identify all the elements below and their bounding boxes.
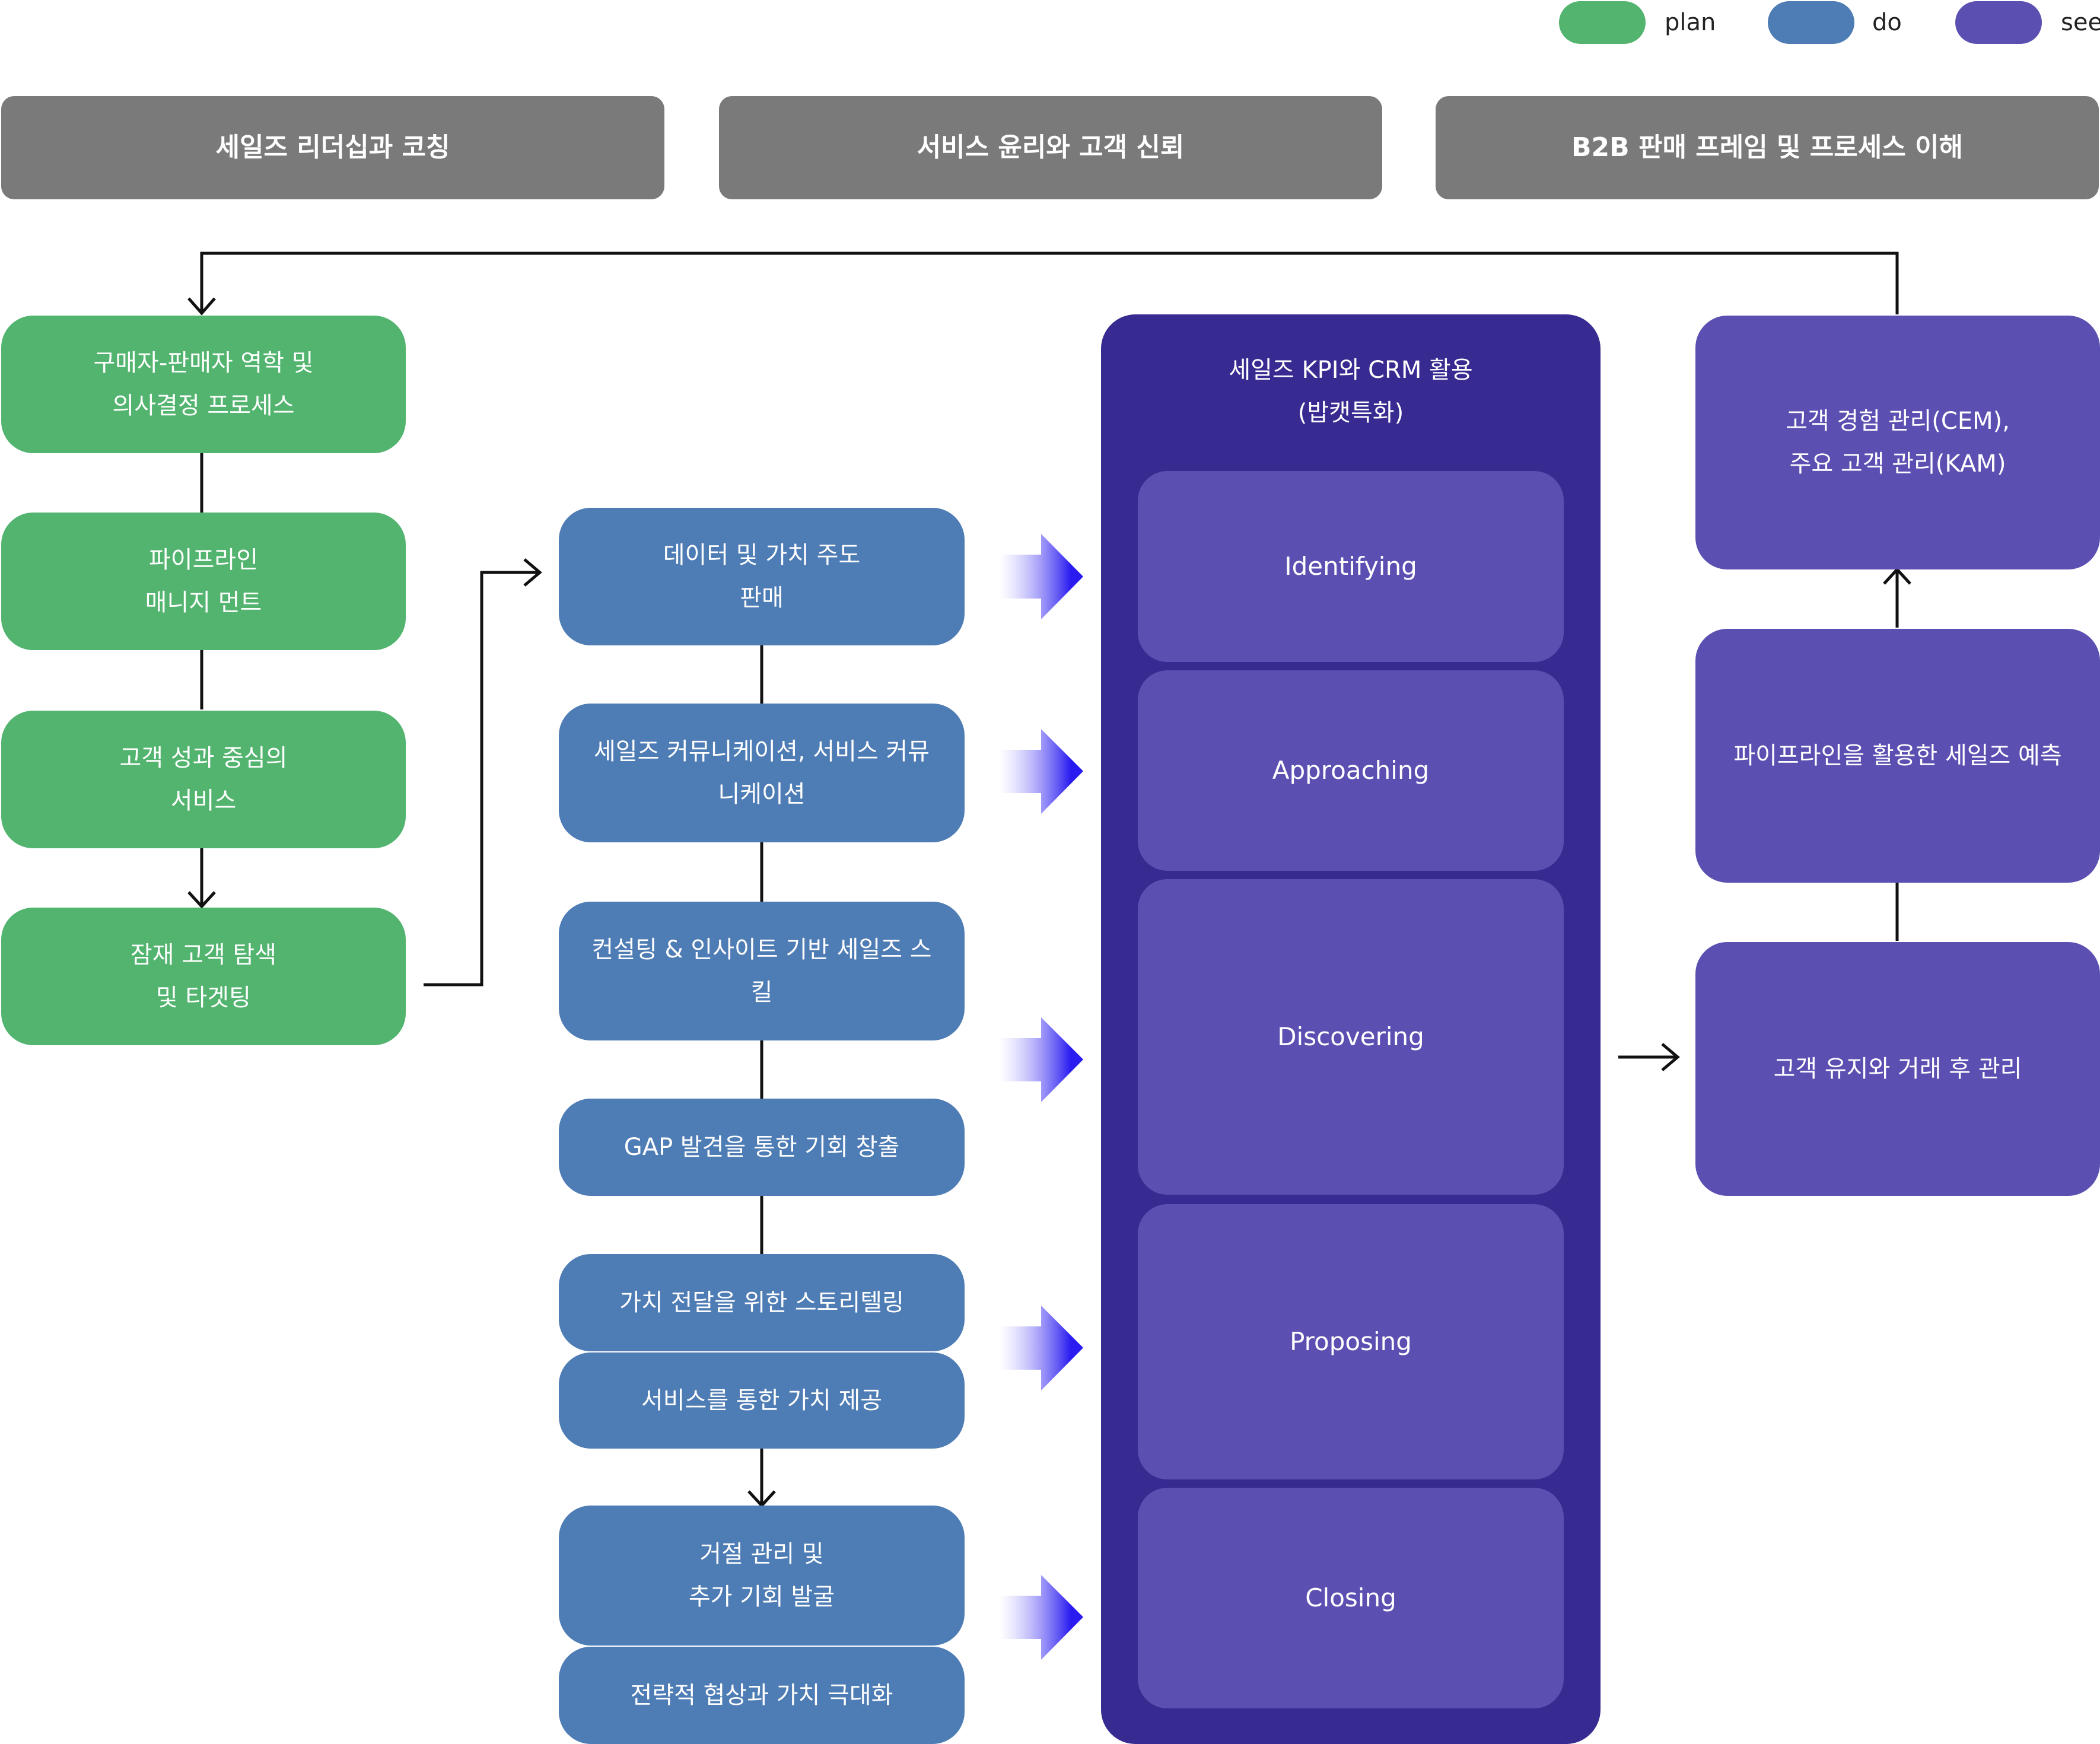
do-data-value-selling: 데이터 및 가치 주도 판매 [559,508,965,645]
legend-see-label: see [2061,9,2100,36]
stage-identifying: Identifying [1138,471,1564,662]
plan-prospecting-targeting: 잠재 고객 탐색 및 타겟팅 [1,908,406,1045]
do-to-discovering-arrow [999,1017,1083,1102]
header-sales-leadership: 세일즈 리더십과 코칭 [1,96,664,199]
legend-see-swatch [1955,1,2042,44]
do-sales-communication: 세일즈 커뮤니케이션, 서비스 커뮤 니케이션 [559,704,965,842]
plan-connector-3-arrowhead [187,891,216,909]
see-connector-1-arrowhead [1883,567,1911,585]
kpi-to-see-arrowhead [1661,1043,1680,1071]
header-b2b-framework: B2B 판매 프레임 및 프로세스 이해 [1436,96,2099,199]
legend-plan-swatch [1559,1,1646,44]
feedback-loop-line [200,252,1899,314]
see-retention-post-sale: 고객 유지와 거래 후 관리 [1695,942,2100,1196]
see-pipeline-forecast: 파이프라인을 활용한 세일즈 예측 [1695,629,2100,883]
do-to-closing-arrow [999,1575,1083,1660]
stage-proposing: Proposing [1138,1204,1564,1479]
plan-to-do-arrowhead [523,558,542,587]
do-strategic-negotiation: 전략적 협상과 가치 극대화 [559,1647,965,1744]
legend-do-swatch [1768,1,1854,44]
plan-pipeline-management: 파이프라인 매니지 먼트 [1,513,406,650]
see-cem-kam: 고객 경험 관리(CEM), 주요 고객 관리(KAM) [1695,316,2100,569]
do-storytelling: 가치 전달을 위한 스토리텔링 [559,1254,965,1351]
feedback-loop-arrowhead [187,297,216,316]
header-service-ethics: 서비스 윤리와 고객 신뢰 [719,96,1382,199]
do-to-approaching-arrow [999,729,1083,814]
do-to-identifying-arrow [999,534,1083,619]
stage-approaching: Approaching [1138,670,1564,871]
plan-customer-outcome-service: 고객 성과 중심의 서비스 [1,711,406,848]
kpi-crm-title: 세일즈 KPI와 CRM 활용 (밥캣특화) [1229,357,1473,427]
do-objection-handling: 거절 관리 및 추가 기회 발굴 [559,1506,965,1646]
do-gap-opportunity: GAP 발견을 통한 기회 창출 [559,1099,965,1196]
legend-plan-label: plan [1665,9,1716,36]
stage-discovering: Discovering [1138,879,1564,1195]
do-value-through-service: 서비스를 통한 가치 제공 [559,1352,965,1449]
do-to-proposing-arrow [999,1306,1083,1390]
plan-buyer-seller-dynamics: 구매자-판매자 역학 및 의사결정 프로세스 [1,316,406,453]
do-consulting-insight-skills: 컨설팅 & 인사이트 기반 세일즈 스 킬 [559,902,965,1040]
plan-to-do-line [424,571,539,986]
legend-do-label: do [1872,9,1902,36]
stage-closing: Closing [1138,1488,1564,1708]
